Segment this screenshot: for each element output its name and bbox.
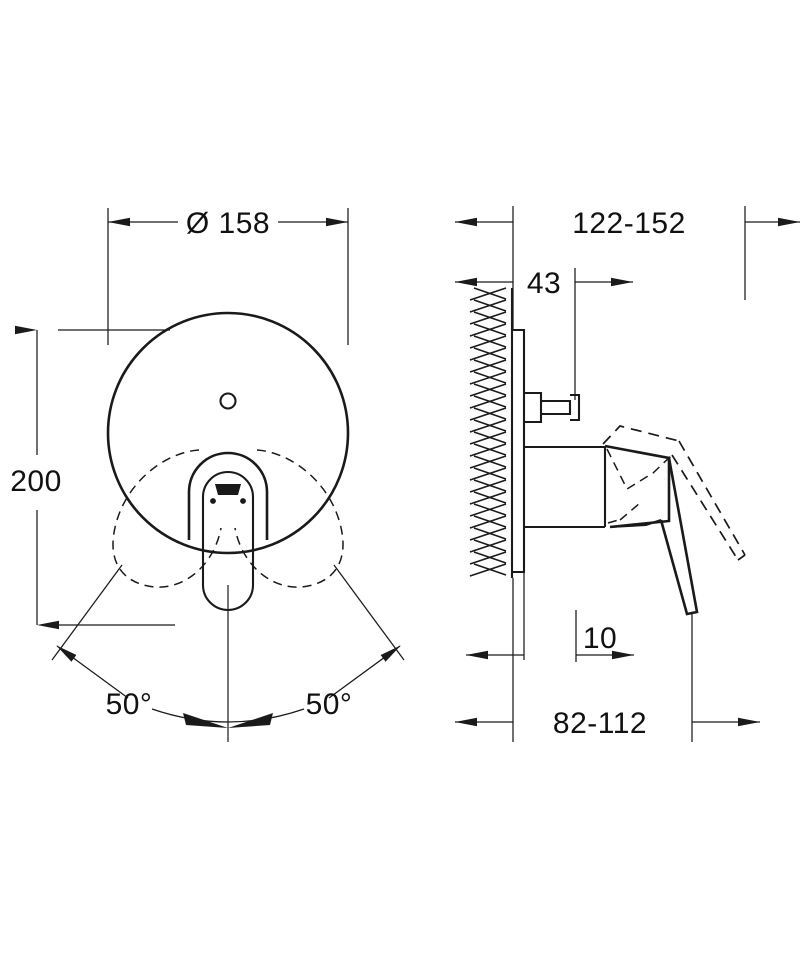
dimension-label-angle-right: 50° — [306, 688, 353, 721]
lever-handle-side — [604, 444, 699, 616]
dimension-diameter-158: Ø 158 — [108, 207, 348, 240]
dimension-label-122-152: 122-152 — [572, 207, 686, 240]
plate-indicator-ring — [219, 392, 237, 410]
side-view-group: 122-152 43 10 82-112 — [455, 206, 800, 742]
angle-leader-right — [328, 645, 401, 699]
angle-ray-right — [333, 564, 405, 661]
dimension-label-diameter: Ø 158 — [186, 207, 270, 240]
dimension-depth-82-112: 82-112 — [455, 707, 760, 740]
angle-rays — [51, 564, 405, 661]
angle-arc-dimension — [151, 708, 305, 728]
angle-arc — [151, 708, 305, 723]
lever-arm-down — [659, 457, 699, 616]
lever-dot-right — [240, 498, 246, 504]
diameter-extension-lines — [107, 208, 349, 345]
front-view-group: Ø 158 200 — [10, 207, 405, 742]
angle-arc-arrow-right — [228, 713, 273, 728]
lever-body-pill — [201, 471, 255, 611]
wall-hatch-herringbone — [469, 287, 507, 577]
dimension-label-82-112: 82-112 — [553, 707, 647, 740]
handle-hub-outline — [187, 451, 269, 540]
escutcheon-plate-circle — [106, 311, 350, 555]
dimension-height-200: 200 — [10, 325, 62, 630]
mixer-body-profile — [524, 445, 607, 529]
angle-ray-left — [51, 564, 123, 661]
lever-slot-marking — [215, 484, 241, 495]
dimension-label-angle-left: 50° — [106, 688, 153, 721]
dimension-label-height: 200 — [10, 465, 62, 498]
escutcheon-plate-edge — [513, 328, 526, 574]
lever-underside — [609, 519, 662, 529]
angle-leader-left — [56, 645, 129, 699]
lever-head-taper — [604, 444, 671, 529]
lever-swing-envelope-left — [112, 449, 222, 588]
lever-dot-left — [210, 498, 216, 504]
dimension-depth-122-152: 122-152 — [455, 207, 800, 240]
dimension-label-43: 43 — [527, 267, 561, 300]
dimension-depth-10: 10 — [466, 622, 634, 660]
dimension-depth-43: 43 — [455, 267, 633, 300]
diverter-pin — [525, 391, 581, 424]
lever-phantom-position — [602, 425, 746, 561]
angle-arc-arrow-left — [183, 713, 228, 728]
dimension-label-10: 10 — [583, 622, 617, 655]
lever-swing-envelope-right — [234, 449, 344, 588]
wall-assembly — [469, 287, 514, 578]
